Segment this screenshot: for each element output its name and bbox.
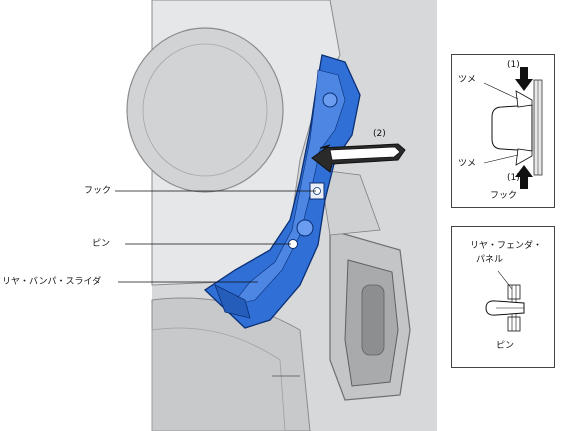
hook-detail-drawing [483,67,543,189]
wheel-arch-line [151,327,286,431]
tab-bottom-leader [483,154,519,164]
bracket-highlight [231,69,346,306]
hook-tab-top [515,90,533,108]
hook-detail-inset: (1) (1) ツメ ツメ フック [451,54,555,208]
pin-inset-panel-label-2: パネル [476,255,504,265]
step-label-2: (2) [373,129,386,139]
press-arrow-down-icon [515,67,533,91]
bracket-fastener-2 [296,219,314,237]
pin-detail-drawing [485,270,525,332]
hook-inset-tab-bottom-label: ツメ [458,159,477,169]
direction-arrow-face [329,146,401,161]
hook-callout-label: フック [84,186,112,196]
tab-top-leader [483,82,519,100]
bracket-lower-clip [214,284,251,319]
panel-lower [507,316,521,332]
panel-upper [507,284,521,300]
hook-inset-tab-top-label: ツメ [458,75,477,85]
fuel-lid-inner [142,43,268,177]
pin-callout-label: ピン [92,239,111,249]
hook-tab-bottom [515,148,533,166]
rear-frame-hole [361,284,385,356]
pin-detail-inset: リヤ・フェンダ・ パネル ピン [451,226,555,368]
pin-inset-caption: ピン [496,341,515,351]
hook-inset-num-top: (1) [507,60,520,70]
inner-panel [319,169,381,236]
press-arrow-up-icon [515,165,533,189]
hook-inset-num-bottom: (1) [507,173,520,183]
slider-callout-label: リヤ・バンパ・スライダ [2,277,102,287]
pin-inset-panel-label-1: リヤ・フェンダ・ [470,241,543,251]
bracket-fastener-1 [322,92,338,108]
panel-leader [497,270,513,290]
hook-inset-caption: フック [490,191,518,201]
hook-body [491,104,533,152]
fuel-lid [126,27,284,193]
